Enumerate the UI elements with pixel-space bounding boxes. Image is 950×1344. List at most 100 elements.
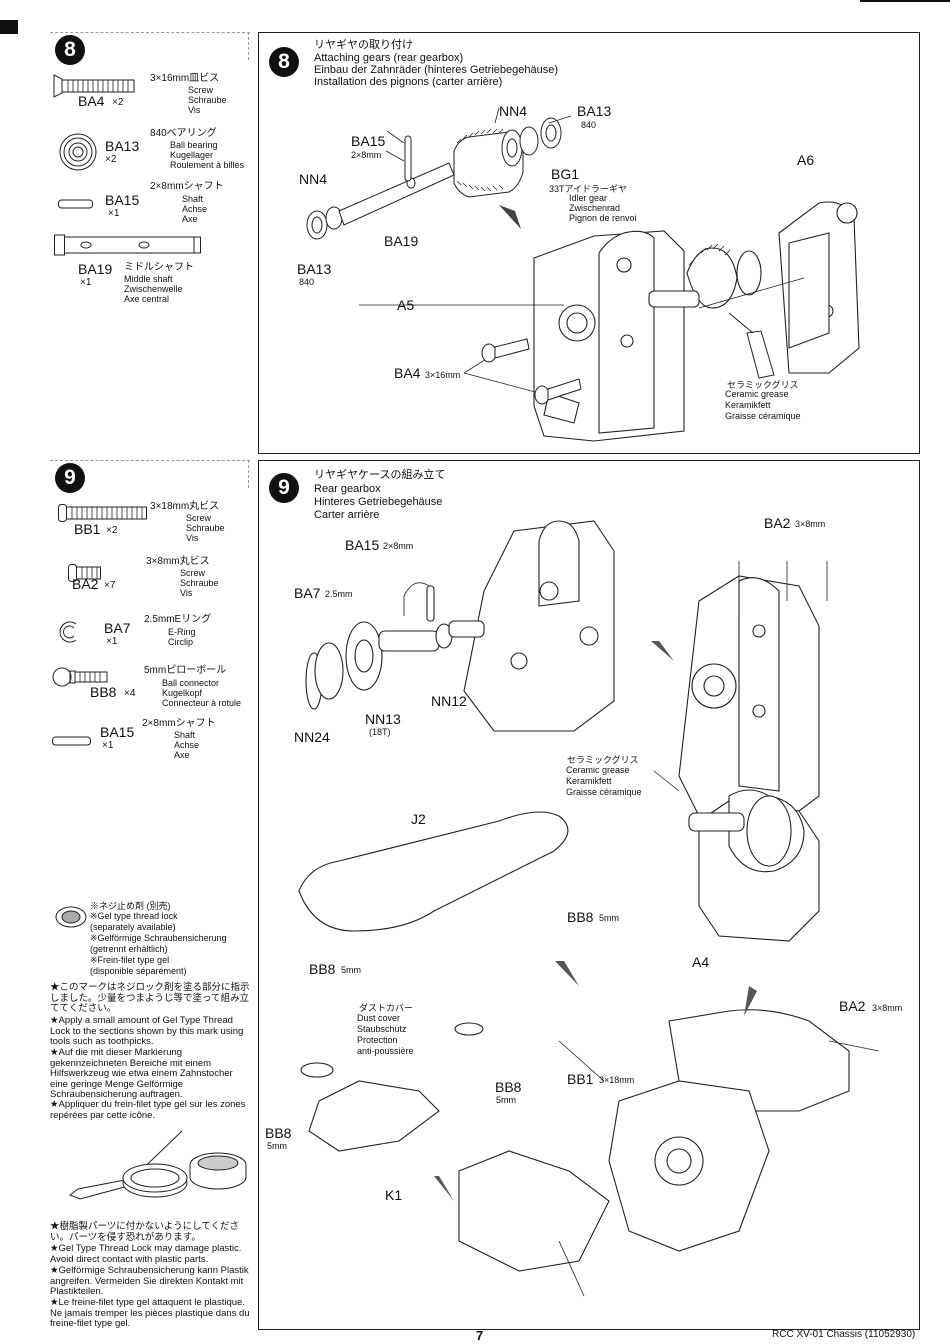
ball-bearing-icon: [59, 133, 97, 171]
dashed-border-right: [248, 460, 249, 488]
part-qty-ba19: ×1: [80, 277, 92, 288]
label-grease-de: Keramikfett: [566, 776, 612, 786]
part-size-ba15: 2×8mmシャフト: [142, 718, 216, 729]
part-qty-ba15: ×1: [108, 208, 120, 219]
part-qty-bb1: ×2: [106, 525, 118, 536]
step-number-badge: 8: [55, 35, 85, 65]
label-ba4-sub: 3×16mm: [425, 370, 461, 380]
label-ba19: BA19: [384, 233, 419, 249]
part-code-ba13: BA13: [105, 138, 140, 154]
step9-title-fr: Carter arrière: [314, 509, 380, 521]
note1-en: ★Apply a small amount of Gel Type Thread…: [50, 1015, 244, 1047]
part-qty-ba13: ×2: [105, 154, 117, 165]
label-a4: A4: [692, 954, 710, 970]
margin-bar: [0, 20, 18, 34]
step9-title-de: Hinteres Getriebegehäuse: [314, 496, 443, 508]
label-dust-en2: Protection: [357, 1035, 398, 1045]
part-size-ba2: 3×8mm丸ビス: [146, 556, 210, 567]
label-ba13-left-sub: 840: [299, 277, 315, 287]
label-a6: A6: [797, 152, 815, 168]
part-code-ba7: BA7: [104, 620, 131, 636]
middle-shaft-icon: [54, 234, 201, 256]
part-en-ba4: Screw: [188, 85, 214, 95]
part-size-ba4: 3×16mm皿ビス: [150, 73, 220, 84]
label-ba2-top: BA2: [764, 515, 791, 531]
label-grease-jp: セラミックグリス: [567, 755, 639, 765]
threadlock-de1: ※Gelförmige Schraubensicherung: [90, 933, 227, 943]
note2-en: ★Gel Type Thread Lock may damage plastic…: [50, 1243, 242, 1265]
part-code-bb8: BB8: [90, 684, 117, 700]
label-bb8-a-sub: 5mm: [599, 913, 619, 923]
step-number-badge: 8: [269, 47, 299, 77]
label-ba7-sub: 2.5mm: [325, 589, 353, 599]
part-de-ba13: Kugellager: [170, 150, 214, 160]
part-de-ba19: Zwischenwelle: [124, 284, 183, 294]
label-grease-de: Keramikfett: [725, 400, 771, 410]
note2-fr: ★Le freine-filet type gel attaquent le p…: [50, 1297, 250, 1329]
step8-title-en: Attaching gears (rear gearbox): [314, 52, 464, 64]
part-fr-bb1: Vis: [186, 533, 199, 543]
ball-connector-icon: [52, 667, 108, 687]
part-code-ba2: BA2: [72, 576, 99, 592]
dashed-border: [50, 460, 250, 461]
part-size-ba19: ミドルシャフト: [124, 262, 194, 273]
label-j2: J2: [411, 811, 426, 827]
part-en-ba15: Shaft: [182, 194, 204, 204]
part-code-ba19: BA19: [78, 261, 113, 277]
dashed-border-right: [248, 32, 249, 60]
label-bg1-fr: Pignon de renvoi: [569, 213, 637, 223]
step8-panel: 8 リヤギヤの取り付け Attaching gears (rear gearbo…: [258, 32, 920, 454]
threadlock-icon: [55, 906, 87, 928]
label-grease-en: Ceramic grease: [725, 389, 789, 399]
step9-parts-list: 9 BB1 ×2 3×18mm丸ビス Screw Schraube Vis BA…: [50, 458, 255, 788]
step8-title-fr: Installation des pignons (carter arrière…: [314, 76, 503, 88]
part-code-bb1: BB1: [74, 521, 101, 537]
label-nn4-top: NN4: [499, 103, 528, 119]
label-ba15: BA15: [351, 133, 386, 149]
step9-title-jp: リヤギヤケースの組み立て: [314, 469, 446, 481]
part-code-ba15: BA15: [100, 724, 135, 740]
note1-jp: ★このマークはネジロック剤を塗る部分に指示しました。少量をつまようじ等で塗って組…: [50, 982, 250, 1014]
label-nn4-left: NN4: [299, 171, 328, 187]
label-ba2-top-sub: 3×8mm: [795, 519, 826, 529]
label-bb8-c: BB8: [495, 1079, 522, 1095]
step8-parts-list: 8 BA4 ×2 3×16mm皿ビス Screw Schraube Vis BA…: [50, 30, 255, 340]
label-bb8-d: BB8: [265, 1125, 292, 1141]
note2-de: ★Gelförmige Schraubensicherung kann Plas…: [50, 1265, 249, 1297]
part-en-ba19: Middle shaft: [124, 274, 173, 284]
label-dust-fr: anti-poussière: [357, 1046, 414, 1056]
part-size-ba13: 840ベアリング: [150, 128, 217, 139]
note2-jp: ★樹脂製パーツに付かないようにしてください。パーツを侵す恐れがあります。: [50, 1221, 240, 1243]
threadlock-de2: (getrennt erhältlich): [90, 944, 168, 954]
label-ba15: BA15: [345, 537, 380, 553]
part-en-ba13: Ball bearing: [170, 140, 218, 150]
label-nn24: NN24: [294, 729, 330, 745]
part-fr-ba4: Vis: [188, 105, 201, 115]
part-fr-ba13: Roulement à billes: [170, 160, 245, 170]
label-dust-en: Dust cover: [357, 1013, 401, 1023]
label-ba15-sub: 2×8mm: [351, 150, 382, 160]
label-k1: K1: [385, 1187, 403, 1203]
part-fr-ba15: Axe: [174, 750, 190, 760]
part-de-ba15: Achse: [182, 204, 208, 214]
label-bb1-sub: 3×18mm: [599, 1075, 635, 1085]
label-grease-fr: Graisse céramique: [566, 787, 642, 797]
threadlock-jp: ※ネジ止め剤 (別売): [90, 901, 171, 911]
label-bg1: BG1: [551, 166, 580, 182]
label-dust-jp: ダストカバー: [359, 1003, 414, 1013]
step9-panel: 9 リヤギヤケースの組み立て Rear gearbox Hinteres Get…: [258, 460, 920, 1330]
threadlock-fr2: (disponible séparément): [90, 966, 187, 976]
label-bg1-de: Zwischenrad: [569, 203, 621, 213]
part-fr-ba19: Axe central: [124, 294, 170, 304]
step9-assembly-drawing: [298, 520, 880, 1297]
part-de-ba2: Schraube: [180, 578, 219, 588]
label-bb8-a: BB8: [567, 909, 594, 925]
step9-title-en: Rear gearbox: [314, 483, 381, 495]
page-number: 7: [476, 1328, 484, 1343]
step-number-badge: 9: [269, 473, 299, 503]
label-ba13-left: BA13: [297, 261, 332, 277]
label-ba13-top-sub: 840: [581, 120, 597, 130]
note1-de: ★Auf die mit dieser Markierung gekennzei…: [50, 1047, 233, 1100]
part-code-ba4: BA4: [78, 93, 105, 109]
part-qty-bb8: ×4: [124, 688, 136, 699]
